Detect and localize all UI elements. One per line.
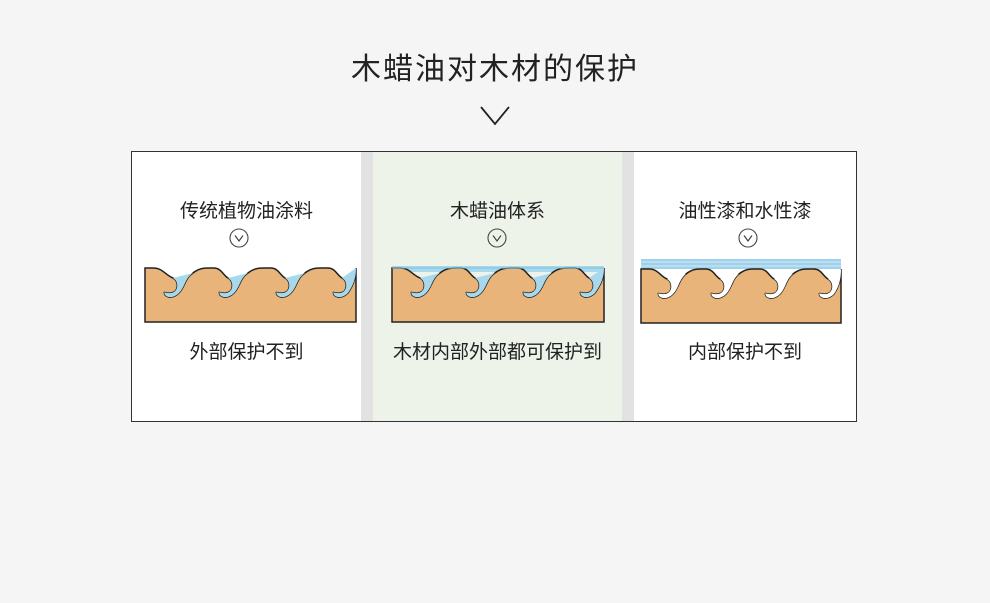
panel-title: 油性漆和水性漆 <box>678 200 812 222</box>
panel-caption: 内部保护不到 <box>687 341 802 363</box>
chevron-down-circle-icon <box>487 228 507 248</box>
panel-wood-wax-oil: 木蜡油体系 木材内部外部都可保护到 <box>373 152 622 421</box>
panel-caption: 外部保护不到 <box>189 341 304 363</box>
panel-paint: 油性漆和水性漆 内部保护不到 <box>634 152 856 421</box>
comparison-frame: 传统植物油涂料 外部保护不到 木蜡油体系 木 <box>131 151 857 422</box>
panel-traditional-oil: 传统植物油涂料 外部保护不到 <box>132 152 361 421</box>
chevron-down-circle-icon <box>229 228 249 248</box>
panel-title: 木蜡油体系 <box>449 200 545 222</box>
wood-surface-diagram <box>391 266 605 323</box>
panel-title: 传统植物油涂料 <box>179 200 313 222</box>
panel-caption: 木材内部外部都可保护到 <box>392 341 602 363</box>
page-title: 木蜡油对木材的保护 <box>351 52 639 87</box>
wood-surface-diagram <box>640 259 842 324</box>
wood-surface-diagram <box>144 267 357 323</box>
chevron-down-circle-icon <box>738 228 758 248</box>
panel-separator <box>622 152 634 421</box>
chevron-down-icon <box>480 106 510 126</box>
panel-separator <box>361 152 373 421</box>
